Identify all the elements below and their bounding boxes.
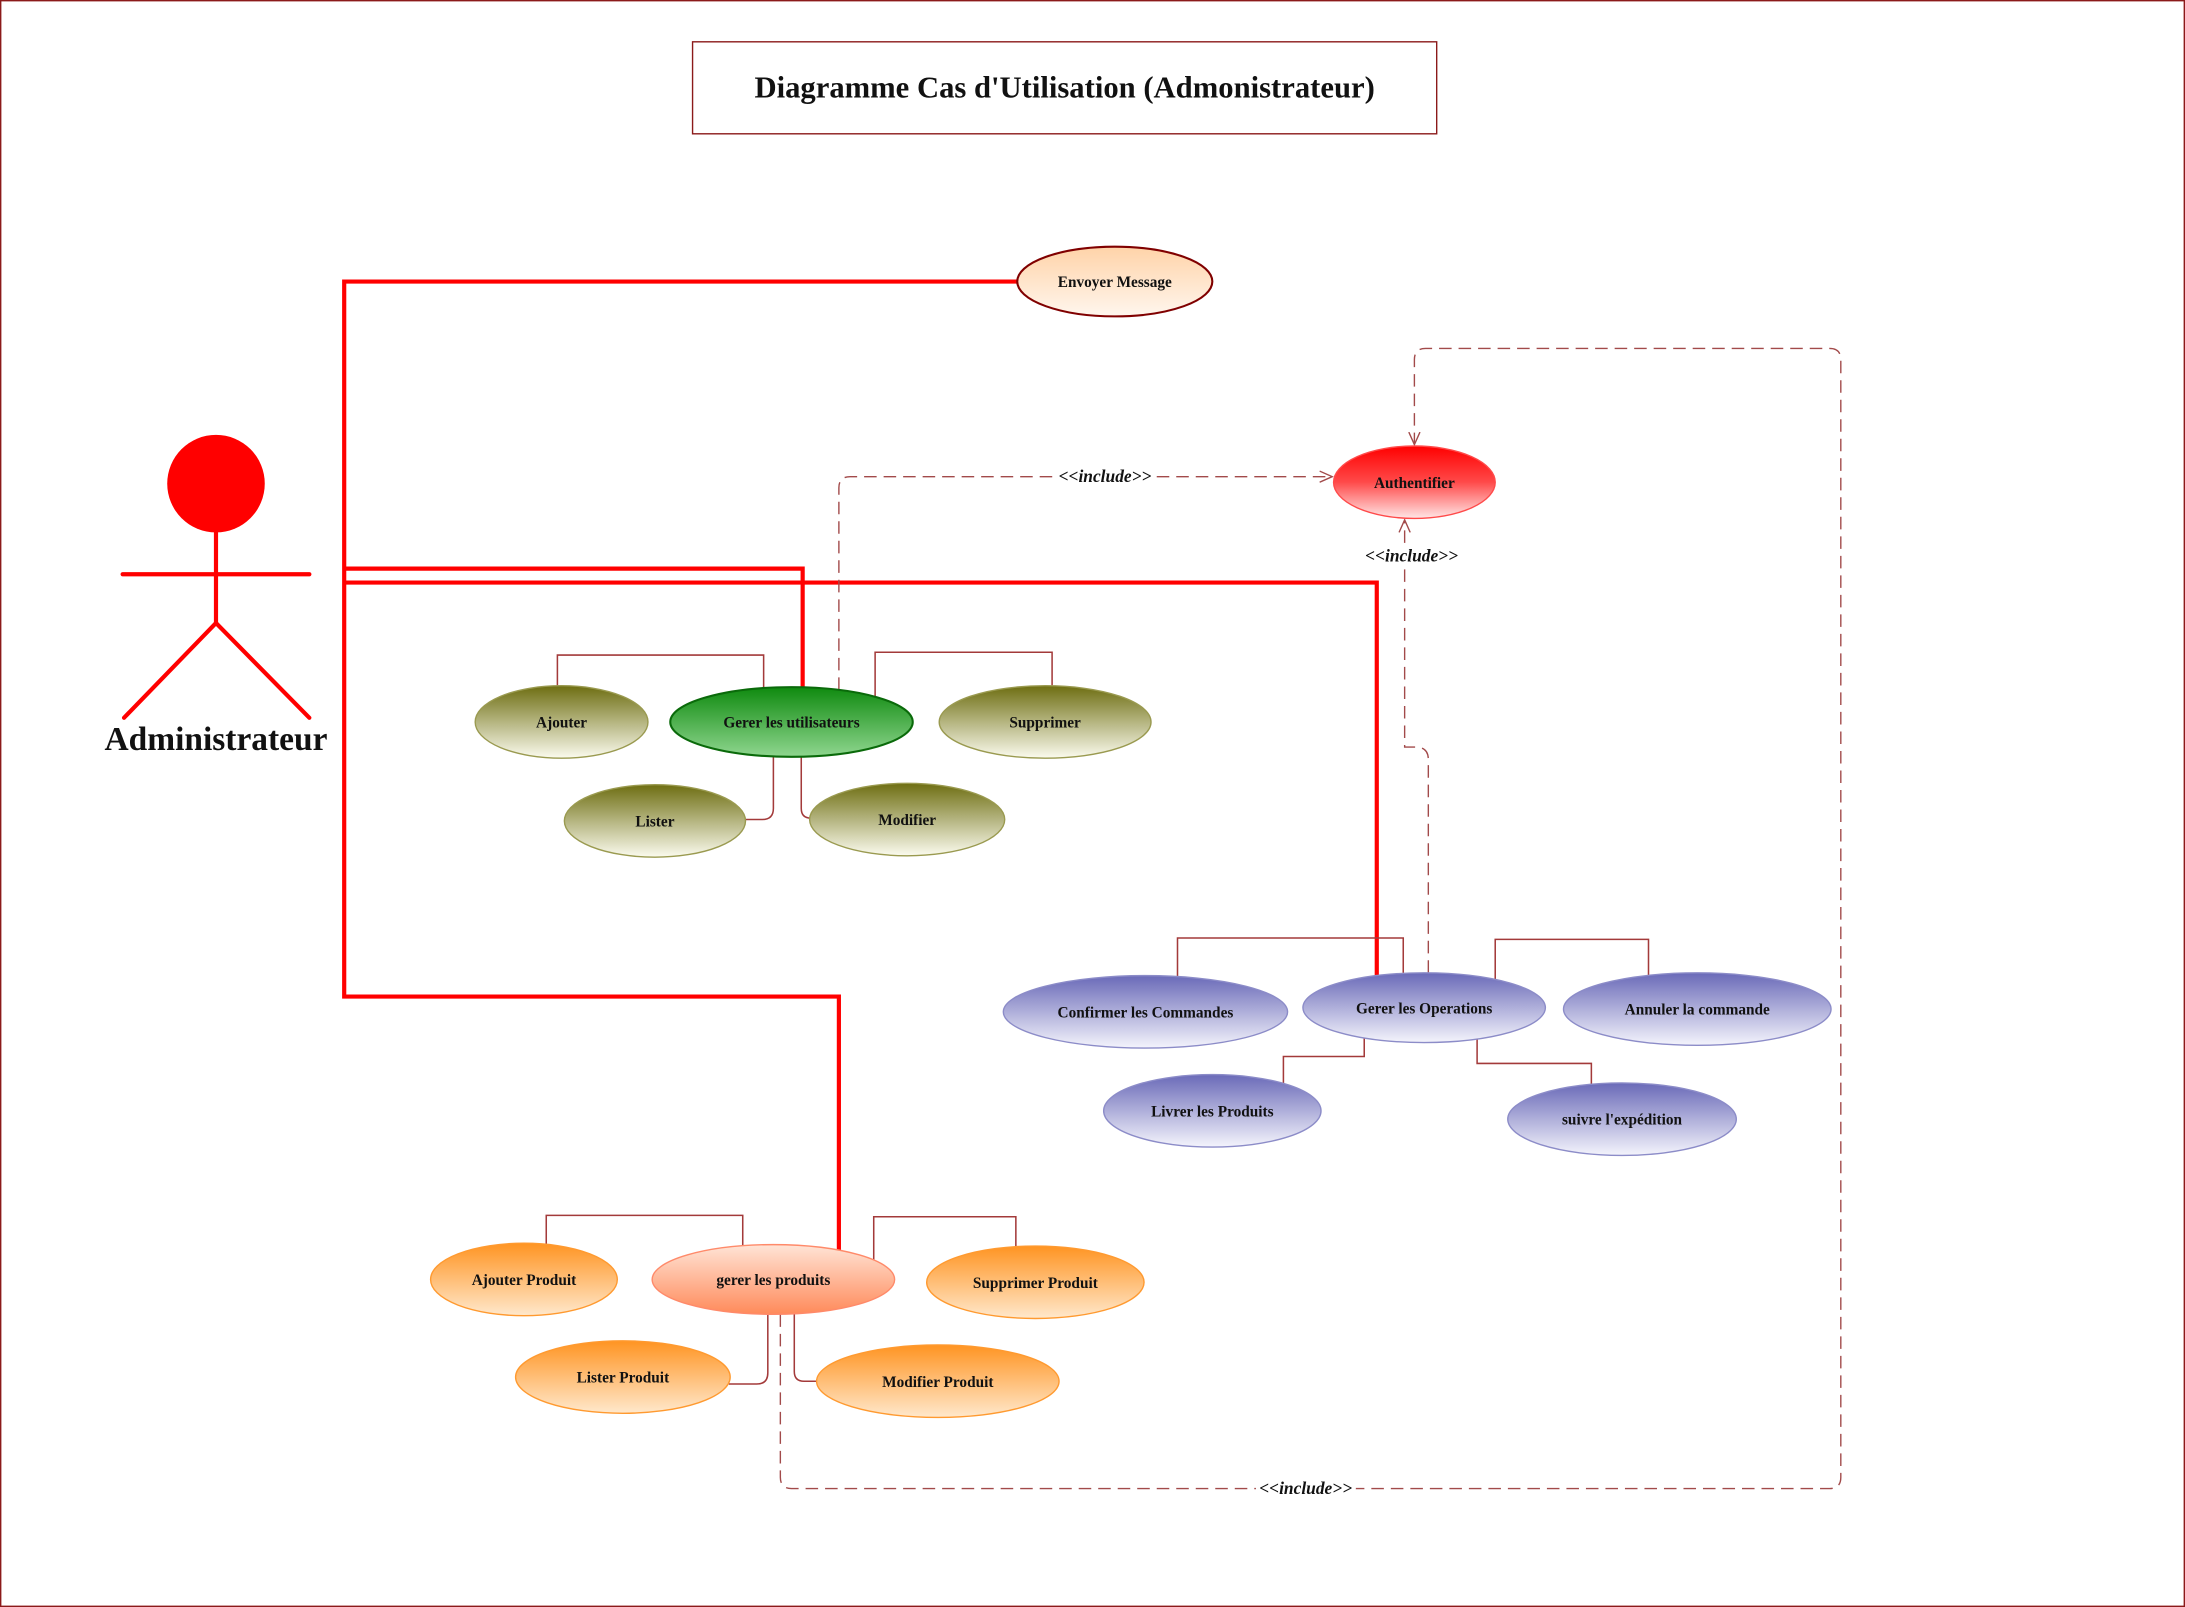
include-operations-authentifier [1405, 520, 1430, 973]
use-case-label: Gerer les utilisateurs [723, 715, 859, 732]
link-modifier-produit [793, 1314, 818, 1382]
use-case-suivre-expedition: suivre l'expédition [1507, 1082, 1737, 1157]
link-modifier [800, 756, 812, 819]
use-case-ellipse [514, 1340, 731, 1414]
link-ajouter [556, 654, 765, 689]
use-case-label: Ajouter Produit [472, 1272, 577, 1289]
use-case-confirmer-commandes: Confirmer les Commandes [1002, 974, 1289, 1049]
use-case-label: Confirmer les Commandes [1058, 1004, 1234, 1021]
use-case-ellipse [563, 783, 747, 858]
use-case-annuler-commande: Annuler la commande [1562, 972, 1832, 1047]
link-lister [745, 756, 775, 821]
use-case-ellipse [1332, 445, 1496, 520]
use-case-label: Supprimer [1009, 715, 1081, 732]
use-case-modifier: Modifier [808, 782, 1006, 857]
use-case-authentifier: Authentifier [1332, 445, 1496, 520]
actor-right-leg [213, 620, 312, 720]
use-case-ellipse [651, 1243, 896, 1316]
actor-head [167, 434, 265, 533]
use-case-label: Livrer les Produits [1151, 1103, 1274, 1120]
use-case-gerer-operations: Gerer les Operations [1302, 972, 1547, 1044]
link-suivre-expedition [1476, 1038, 1593, 1085]
use-case-lister: Lister [563, 783, 747, 858]
use-case-label: Modifier [878, 812, 936, 829]
use-case-label: Supprimer Produit [973, 1275, 1099, 1292]
use-case-ellipse [808, 782, 1006, 857]
use-case-lister-produit: Lister Produit [514, 1340, 731, 1414]
use-case-label: Gerer les Operations [1356, 1000, 1492, 1017]
use-case-gerer-utilisateurs: Gerer les utilisateurs [669, 686, 914, 758]
link-livrer-produits [1282, 1038, 1365, 1083]
use-case-ellipse [1507, 1082, 1737, 1157]
include-utilisateurs-authentifier [838, 477, 1332, 690]
title-frame [691, 41, 1438, 135]
association-gerer-operations [344, 580, 1379, 976]
use-case-ellipse [669, 686, 914, 758]
use-case-ellipse [474, 685, 649, 759]
actor-label: Administrateur [105, 721, 328, 758]
use-case-modifier-produit: Modifier Produit [815, 1344, 1060, 1419]
actor-left-leg [121, 620, 219, 720]
include-label: <<include>> [1365, 546, 1458, 566]
link-supprimer-produit [872, 1215, 1017, 1260]
use-case-label: gerer les produits [716, 1272, 830, 1289]
use-case-label: Lister [635, 813, 674, 830]
use-case-label: Annuler la commande [1625, 1002, 1770, 1019]
use-case-ellipse [1302, 972, 1547, 1044]
include-produits-authentifier [779, 347, 1842, 1490]
use-case-ellipse [1562, 972, 1832, 1047]
use-case-label: Modifier Produit [882, 1374, 994, 1391]
use-case-supprimer-produit: Supprimer Produit [925, 1245, 1145, 1320]
use-case-livrer-produits: Livrer les Produits [1102, 1073, 1322, 1148]
use-case-envoyer-message: Envoyer Message [1016, 245, 1214, 318]
use-case-ajouter: Ajouter [474, 685, 649, 759]
use-case-gerer-produits: gerer les produits [651, 1243, 896, 1316]
include-label: <<include>> [1059, 466, 1152, 486]
association-gerer-utilisateurs [344, 566, 805, 688]
use-case-supprimer: Supprimer [938, 685, 1152, 759]
use-case-ellipse [1016, 245, 1214, 318]
use-case-ellipse [938, 685, 1152, 759]
use-case-ellipse [429, 1242, 619, 1317]
include-label: <<include>> [1259, 1478, 1352, 1498]
link-lister-produit [728, 1314, 769, 1385]
use-case-ajouter-produit: Ajouter Produit [429, 1242, 619, 1317]
actor-administrateur: Administrateur [105, 434, 328, 758]
use-case-label: suivre l'expédition [1562, 1112, 1683, 1129]
link-ajouter-produit [545, 1214, 744, 1247]
use-case-ellipse [815, 1344, 1060, 1419]
link-confirmer-commandes [1176, 937, 1405, 978]
use-case-ellipse [925, 1245, 1145, 1320]
use-case-label: Ajouter [536, 715, 587, 732]
use-case-ellipse [1102, 1073, 1322, 1148]
use-case-label: Authentifier [1374, 475, 1455, 492]
link-annuler-commande [1494, 938, 1650, 980]
use-case-label: Envoyer Message [1058, 274, 1172, 291]
diagram-title: Diagramme Cas d'Utilisation (Admonistrat… [754, 71, 1374, 105]
link-supprimer [874, 651, 1053, 697]
use-case-ellipse [1002, 974, 1289, 1049]
use-case-label: Lister Produit [577, 1370, 670, 1387]
association-envoyer-message-produits [342, 279, 1018, 1251]
diagram-title-box: Diagramme Cas d'Utilisation (Admonistrat… [691, 41, 1438, 135]
